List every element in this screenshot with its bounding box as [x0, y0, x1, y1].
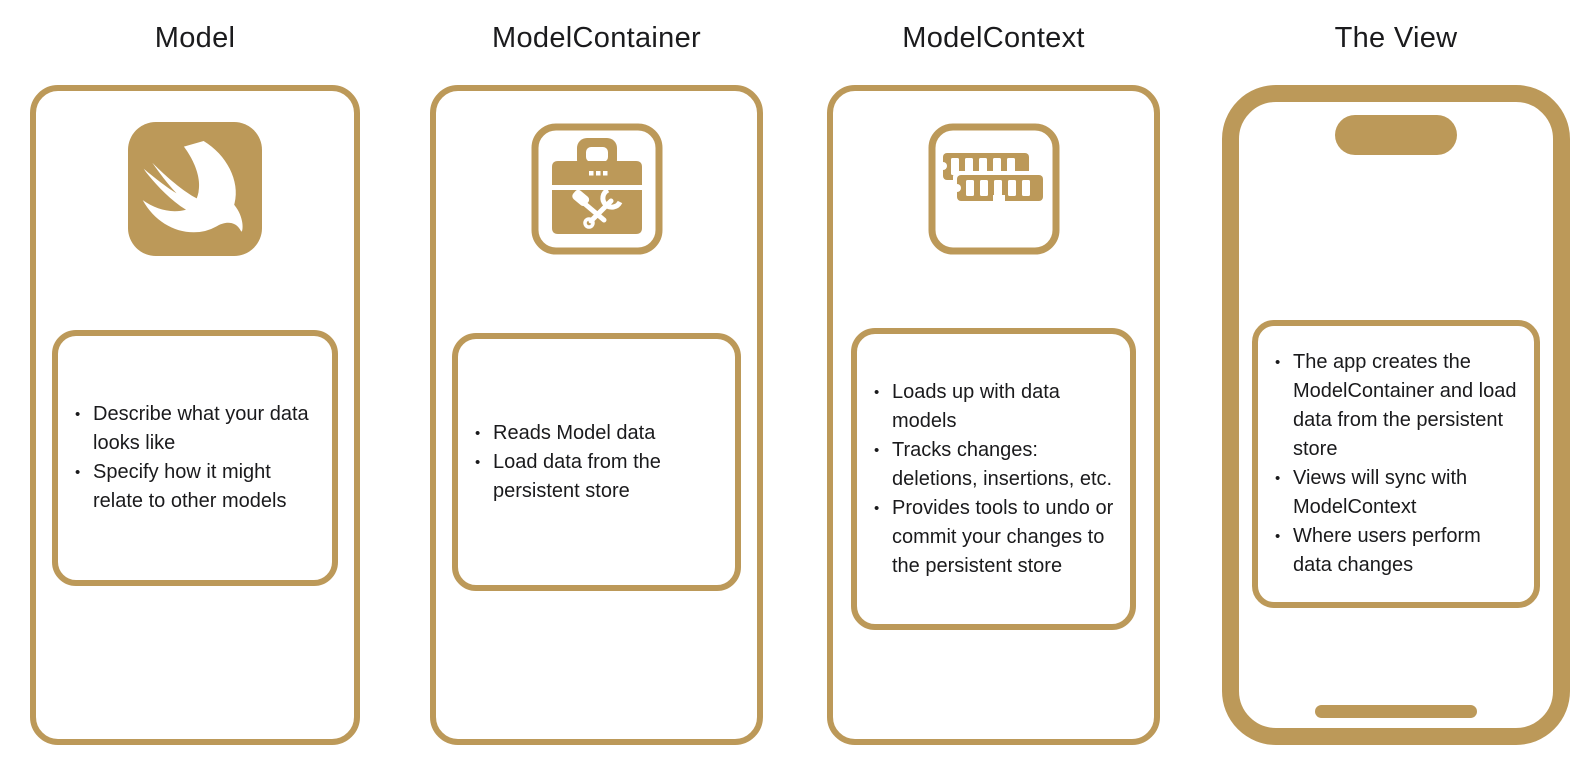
- column-the-view: The View The app creates the ModelContai…: [1222, 0, 1570, 745]
- column-title-model: Model: [154, 22, 236, 54]
- bullet-item: Specify how it might relate to other mod…: [72, 458, 322, 516]
- bullet-item: Loads up with data models: [871, 378, 1120, 436]
- swift-logo-icon: [128, 122, 262, 256]
- modelcontainer-card: Reads Model data Load data from the pers…: [430, 85, 763, 745]
- column-title-the-view: The View: [1334, 22, 1458, 54]
- bullet-list: Describe what your data looks like Speci…: [58, 400, 332, 516]
- bullet-item: Provides tools to undo or commit your ch…: [871, 494, 1120, 581]
- column-modelcontext: ModelContext: [827, 0, 1160, 745]
- toolbox-icon: [530, 122, 664, 256]
- model-description-box: Describe what your data looks like Speci…: [52, 330, 338, 586]
- modelcontext-card: Loads up with data models Tracks changes…: [827, 85, 1160, 745]
- bullet-item: Where users perform data changes: [1272, 522, 1524, 580]
- column-modelcontainer: ModelContainer: [430, 0, 763, 745]
- modelcontext-description-box: Loads up with data models Tracks changes…: [851, 328, 1136, 630]
- column-title-modelcontainer: ModelContainer: [492, 22, 701, 54]
- modelcontainer-description-box: Reads Model data Load data from the pers…: [452, 333, 741, 591]
- bullet-list: The app creates the ModelContainer and l…: [1258, 348, 1534, 580]
- view-description-box: The app creates the ModelContainer and l…: [1252, 320, 1540, 608]
- bullet-item: Views will sync with ModelContext: [1272, 464, 1524, 522]
- bullet-item: Describe what your data looks like: [72, 400, 322, 458]
- bullet-list: Loads up with data models Tracks changes…: [857, 378, 1130, 581]
- memory-modules-icon: [927, 122, 1061, 256]
- home-indicator: [1315, 705, 1477, 718]
- column-model: Model Describe what your data looks like…: [30, 0, 360, 745]
- bullet-item: Tracks changes: deletions, insertions, e…: [871, 436, 1120, 494]
- model-card: Describe what your data looks like Speci…: [30, 85, 360, 745]
- bullet-item: The app creates the ModelContainer and l…: [1272, 348, 1524, 464]
- bullet-item: Load data from the persistent store: [472, 448, 725, 506]
- bullet-list: Reads Model data Load data from the pers…: [458, 419, 735, 506]
- iphone-frame: The app creates the ModelContainer and l…: [1222, 85, 1570, 745]
- bullet-item: Reads Model data: [472, 419, 725, 448]
- column-title-modelcontext: ModelContext: [902, 22, 1085, 54]
- dynamic-island: [1335, 115, 1457, 155]
